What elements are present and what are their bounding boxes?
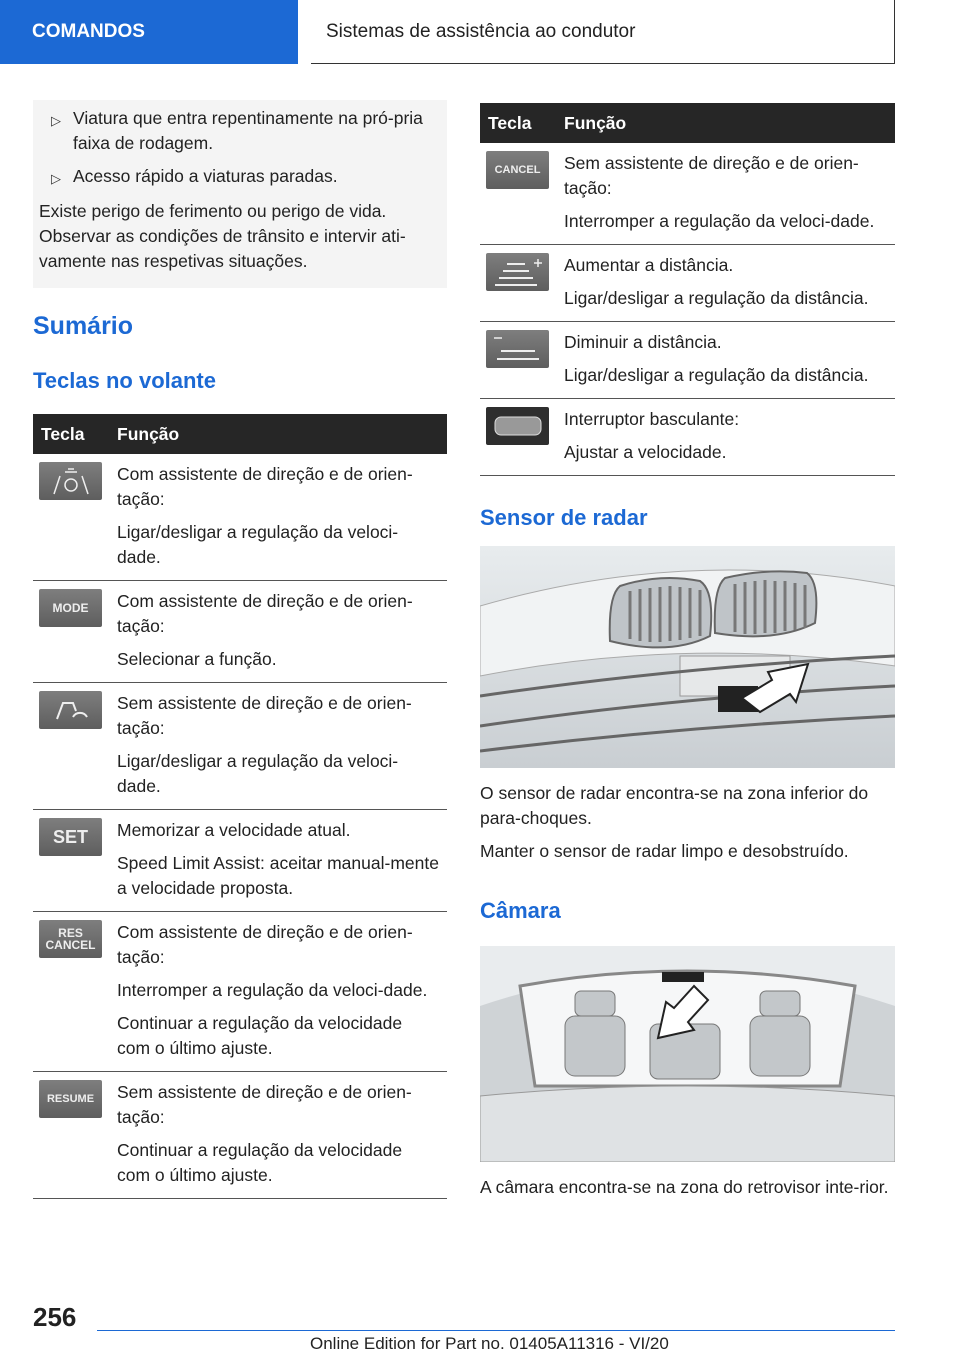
radar-sensor-image — [480, 546, 895, 768]
col-key-header: Tecla — [33, 414, 109, 454]
col-function-header: Função — [556, 103, 895, 143]
resume-button-icon: RESUME — [39, 1080, 102, 1118]
wheel-keys-heading: Teclas no volante — [33, 368, 216, 393]
page-number: 256 — [33, 1302, 77, 1332]
summary-heading: Sumário — [33, 312, 134, 340]
table-row: SET Memorizar a velocidade atual.Speed L… — [33, 809, 447, 912]
distance-increase-icon — [486, 253, 549, 291]
table-row: Diminuir a distância.Ligar/desligar a re… — [480, 321, 895, 399]
table-row: Interruptor basculante:Ajustar a velocid… — [480, 398, 895, 476]
warning-bullet: ▷Acesso rápido a viaturas paradas. — [39, 164, 439, 191]
buttons-table: Tecla Função CANCEL Sem assistente de di… — [480, 103, 895, 476]
mode-button-icon: MODE — [39, 589, 102, 627]
wheel-keys-table: Tecla Função Com assistente de direção e… — [33, 414, 447, 1199]
footer-divider — [97, 1330, 895, 1331]
camera-text: A câmara encontra-se na zona do retrovis… — [480, 1177, 889, 1197]
section-tab: COMANDOS — [0, 0, 298, 64]
warning-box: ▷Viatura que entra repentinamente na pró… — [33, 100, 447, 288]
rocker-switch-icon — [486, 407, 549, 445]
triangle-bullet-icon: ▷ — [51, 171, 61, 186]
cancel-button-icon: CANCEL — [486, 151, 549, 189]
speed-control-icon — [39, 691, 102, 729]
footer-edition: Online Edition for Part no. 01405A11316 … — [310, 1334, 669, 1353]
col-key-header: Tecla — [480, 103, 556, 143]
warning-text: Existe perigo de ferimento ou perigo de … — [39, 201, 406, 271]
triangle-bullet-icon: ▷ — [51, 113, 61, 128]
table-row: Aumentar a distância.Ligar/desligar a re… — [480, 244, 895, 322]
page-header: Sistemas de assistência ao condutor — [311, 0, 895, 64]
table-row: CANCEL Sem assistente de direção e de or… — [480, 143, 895, 245]
table-row: Com assistente de direção e de orien-taç… — [33, 454, 447, 581]
res-cancel-button-icon: RES CANCEL — [39, 920, 102, 958]
camera-heading: Câmara — [480, 898, 561, 923]
set-button-icon: SET — [39, 818, 102, 856]
camera-image — [480, 946, 895, 1162]
table-row: MODE Com assistente de direção e de orie… — [33, 580, 447, 683]
table-row: RES CANCEL Com assistente de direção e d… — [33, 911, 447, 1072]
warning-bullet: ▷Viatura que entra repentinamente na pró… — [39, 106, 439, 156]
page-header-title: Sistemas de assistência ao condutor — [326, 20, 636, 42]
distance-decrease-icon — [486, 330, 549, 368]
radar-heading: Sensor de radar — [480, 505, 648, 530]
table-row: RESUME Sem assistente de direção e de or… — [33, 1071, 447, 1199]
table-row: Sem assistente de direção e de orien-taç… — [33, 682, 447, 810]
radar-text: O sensor de radar encontra-se na zona in… — [480, 783, 869, 861]
col-function-header: Função — [109, 414, 447, 454]
section-label: COMANDOS — [32, 21, 145, 42]
steering-assist-icon — [39, 462, 102, 500]
